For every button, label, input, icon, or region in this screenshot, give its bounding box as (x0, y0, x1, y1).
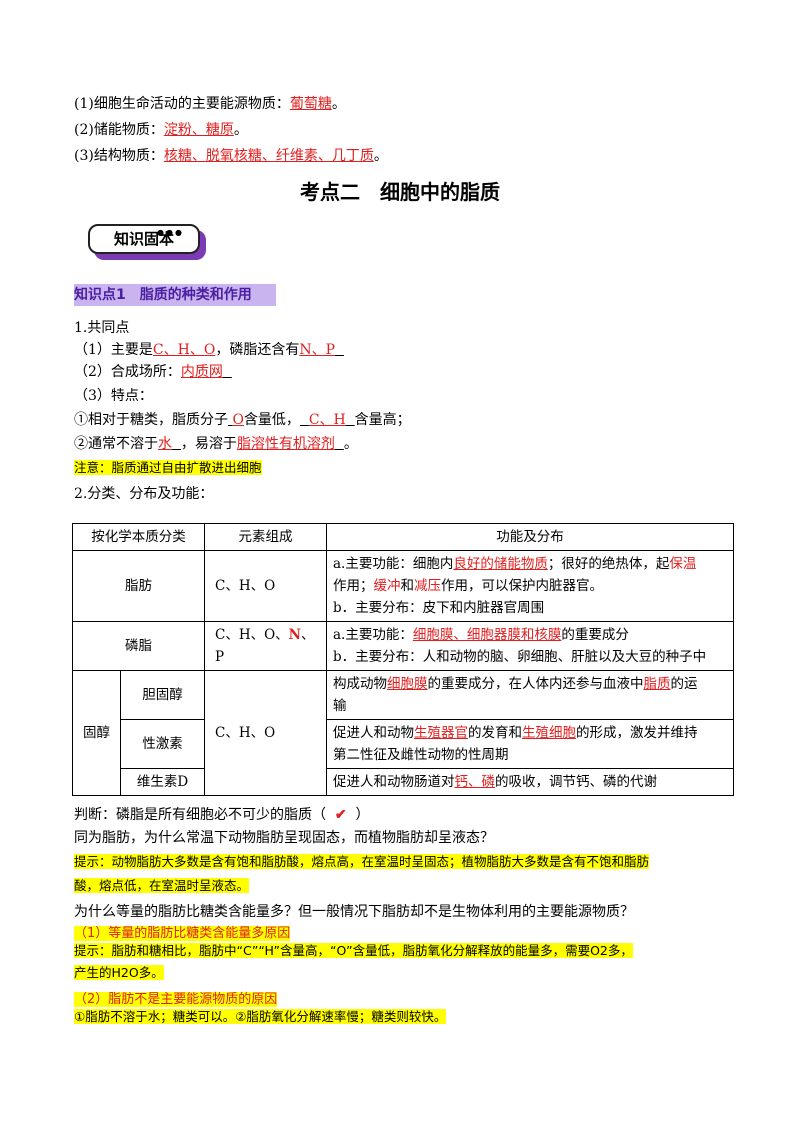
table-row-cholesterol: 固醇 胆固醇 C、H、O 构成动物细胞膜的重要成分，在人体内还参与血液中脂质的运… (72, 670, 734, 796)
answer: O (232, 412, 244, 428)
table-header: 元素组成 (204, 523, 327, 551)
list-item-storage: (2)储能物质：淀粉、糖原。 (74, 122, 248, 138)
cell-function: 促进人和动物肠道对钙、磷的吸收，调节钙、磷的代谢 (326, 768, 734, 796)
common-line-5: ②通常不溶于水 ，易溶于脂溶性有机溶剂 。 (74, 436, 358, 452)
cell-name: 胆固醇 (120, 670, 205, 720)
answer: 淀粉、糖原 (163, 122, 234, 138)
answer: 水 (158, 436, 172, 452)
answer: 脂溶性有机溶剂 (236, 436, 335, 452)
table-row-sex-hormone: 性激素 促进人和动物生殖器官的发育和生殖细胞的形成，激发并维持 第二性征及雌性动… (73, 719, 734, 769)
knowledge-point-heading: 知识点1 脂质的种类和作用 (74, 284, 276, 306)
subheading-1: （1）等量的脂肪比糖类含能量多原因 (74, 926, 291, 941)
tip-2: 提示：脂肪和糖相比，脂肪中“C”“H”含量高，“O”含量低，脂肪氧化分解释放的能… (74, 943, 633, 980)
common-line-1: （1）主要是C、H、O，磷脂还含有N、P (74, 342, 335, 358)
common-line-4: ①相对于糖类，脂质分子 O含量低， C、H 含量高； (74, 412, 411, 428)
cell-group-name: 固醇 (72, 670, 121, 796)
cell-name: 维生素D (120, 768, 205, 796)
answer: 内质网 (180, 364, 223, 380)
answer: 核糖、脱氧核糖、纤维素、几丁质 (163, 148, 374, 164)
question-2: 为什么等量的脂肪比糖类含能量多？但一般情况下脂肪却不是生物体利用的主要能源物质？ (74, 904, 634, 920)
list-item-structure: (3)结构物质：核糖、脱氧核糖、纤维素、几丁质。 (74, 148, 388, 164)
list-item-energy: (1)细胞生命活动的主要能源物质：葡萄糖。 (74, 96, 346, 112)
answer: N、P (299, 342, 335, 358)
cell-elements: C、H、O (204, 670, 327, 796)
cell-name: 脂肪 (72, 550, 205, 622)
knowledge-badge: 知识固本 ●●● (88, 224, 208, 262)
tip-1: 提示：动物脂肪大多数是含有饱和脂肪酸，熔点高，在室温时呈固态；植物脂肪大多数是含… (74, 854, 650, 893)
question-1: 同为脂肪，为什么常温下动物脂肪呈现固态，而植物脂肪却呈液态？ (74, 830, 494, 846)
cell-name: 性激素 (120, 719, 205, 769)
table-header-row: 按化学本质分类 元素组成 功能及分布 (72, 523, 734, 551)
table-row-fat: 脂肪 C、H、O a.主要功能：细胞内良好的储能物质；很好的绝热体，起保温 作用… (72, 550, 734, 622)
answer: 细胞膜、细胞器膜和核膜 (412, 627, 562, 643)
answer: 脂质 (643, 676, 671, 692)
cell-function: 促进人和动物生殖器官的发育和生殖细胞的形成，激发并维持 第二性征及雌性动物的性周… (326, 719, 734, 769)
answer: 细胞膜 (387, 676, 428, 692)
answer: 钙、磷 (454, 774, 496, 790)
check-icon: ✔ (334, 807, 347, 823)
table-header: 功能及分布 (326, 523, 734, 551)
cell-function: 构成动物细胞膜的重要成分，在人体内还参与血液中脂质的运 输 (326, 670, 734, 720)
common-line-2: （2）合成场所：内质网 (74, 364, 223, 380)
note: 注意：脂质通过自由扩散进出细胞 (74, 460, 262, 475)
classify-heading: 2.分类、分布及功能： (74, 486, 214, 502)
section-title: 考点二 细胞中的脂质 (300, 180, 500, 204)
cell-function: a.主要功能：细胞膜、细胞器膜和核膜的重要成分 b．主要分布：人和动物的脑、卵细… (326, 621, 734, 671)
answer: 保温 (669, 556, 697, 572)
answer: 葡萄糖 (289, 96, 332, 112)
judge-line: 判断：磷脂是所有细胞必不可少的脂质（ ✔ ） (74, 807, 370, 823)
answer: 良好的储能物质 (453, 556, 548, 572)
answer: 缓冲 (373, 578, 401, 594)
answer: C、H、O (152, 342, 216, 358)
answer: 生殖器官 (414, 725, 468, 741)
table-row-vitamin-d: 维生素D 促进人和动物肠道对钙、磷的吸收，调节钙、磷的代谢 (73, 768, 734, 796)
subheading-2: （2）脂肪不是主要能源物质的原因 (74, 992, 278, 1007)
common-heading: 1.共同点 (74, 320, 130, 336)
table-row-phospholipid: 磷脂 C、H、O、N、P a.主要功能：细胞膜、细胞器膜和核膜的重要成分 b．主… (72, 621, 734, 671)
tip-3: ①脂肪不溶于水；糖类可以。②脂肪氧化分解速率慢；糖类则较快。 (74, 1009, 447, 1024)
cell-elements: C、H、O、N、P (204, 621, 327, 671)
badge-label: 知识固本 ●●● (88, 224, 200, 254)
common-line-3: （3）特点： (74, 388, 153, 404)
answer: 减压 (414, 578, 441, 594)
answer: 生殖细胞 (522, 725, 576, 741)
cell-elements: C、H、O (204, 550, 327, 622)
answer: C、H (308, 412, 346, 428)
lipid-table: 按化学本质分类 元素组成 功能及分布 脂肪 C、H、O a.主要功能：细胞内良好… (72, 523, 734, 796)
table-header: 按化学本质分类 (72, 523, 205, 551)
cell-name: 磷脂 (72, 621, 205, 671)
cell-function: a.主要功能：细胞内良好的储能物质；很好的绝热体，起保温 作用；缓冲和减压作用，… (326, 550, 734, 622)
badge-dots-icon: ●●● (157, 228, 184, 237)
